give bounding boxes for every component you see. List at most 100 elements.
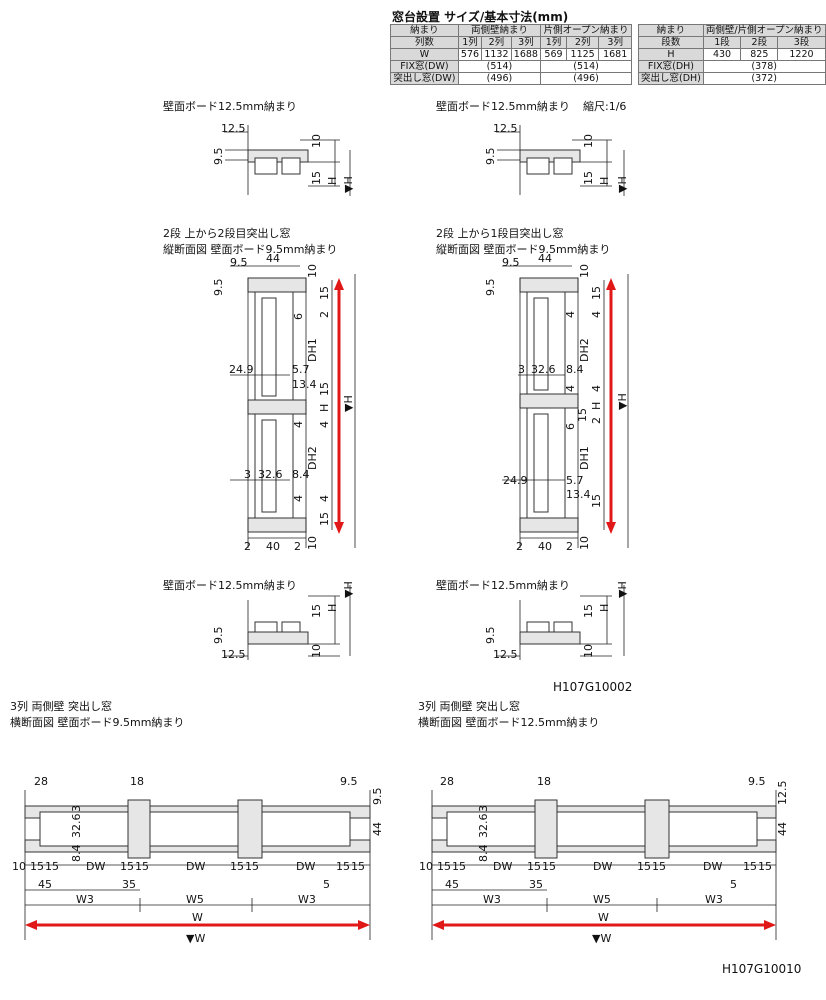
dim-label: 4 [564, 311, 577, 318]
dim-label: 15 [452, 860, 466, 873]
dim-label: 15 [582, 171, 595, 185]
dim-label: 2 [318, 311, 331, 318]
dim-label: 12.5 [493, 122, 518, 135]
dim-label: 9.5 [484, 627, 497, 645]
table-group: 両側壁納まり [457, 24, 542, 37]
dim-label: 2 [516, 540, 523, 553]
detail-top-right: 12.5 9.5 10 15 H ▼H [484, 122, 629, 196]
dim-label: 4 [590, 385, 603, 392]
dim-label: DH1 [306, 338, 319, 362]
dim-label: 12.5 [221, 122, 246, 135]
dim-label: 15 [743, 860, 757, 873]
dim-label: 32.6 [477, 814, 490, 839]
dim-label: ▼H [342, 395, 355, 412]
dim-label: 44 [776, 822, 789, 836]
dim-label: 32.6 [70, 814, 83, 839]
dim-label: 9.5 [502, 256, 520, 269]
dim-label: 12.5 [221, 648, 246, 661]
dim-label: 3 [518, 363, 525, 376]
dim-label: 28 [34, 775, 48, 788]
dim-label: 15 [336, 860, 350, 873]
table-row-label: FIX窓(DH) [638, 60, 704, 73]
table-row-label: 列数 [390, 36, 459, 49]
table-header: 納まり [390, 24, 459, 37]
horiz-title-left-2: 横断面図 壁面ボード9.5mm納まり [10, 716, 185, 729]
dim-label: 15 [652, 860, 666, 873]
dim-label: 40 [538, 540, 552, 553]
dim-label: DW [296, 860, 315, 873]
section-title-right-1: 2段 上から1段目突出し窓 [436, 227, 564, 240]
dim-label: 15 [30, 860, 44, 873]
dim-label: 15 [318, 512, 331, 526]
dim-label: 2 [566, 540, 573, 553]
table-row-label: W [390, 48, 459, 61]
dim-label: 3 [244, 468, 251, 481]
dim-label: W [598, 911, 609, 924]
drawing-code-upper: H107G10002 [553, 680, 633, 694]
dim-label: 15 [318, 382, 331, 396]
section-title-left-2: 縦断面図 壁面ボード9.5mm納まり [163, 243, 338, 256]
dim-label: 15 [576, 408, 589, 422]
dim-label: 18 [537, 775, 551, 788]
dim-label: 12.5 [776, 781, 789, 806]
dim-label: ▼H [616, 176, 629, 193]
table-cell: 1段 [702, 36, 742, 49]
dim-label: 18 [130, 775, 144, 788]
dim-label: 15 [527, 860, 541, 873]
table-group: 片側オープン納まり [540, 24, 632, 37]
dim-label: 8.4 [477, 845, 490, 863]
dim-label: 24.9 [229, 363, 254, 376]
drawing-code-lower: H107G10010 [722, 962, 802, 976]
dim-label: H [598, 177, 611, 185]
dim-label: 15 [135, 860, 149, 873]
dim-label: 9.5 [484, 279, 497, 297]
spec-table-left: 納まり 両側壁納まり 片側オープン納まり 列数 1列 2列 3列 1列 2列 3… [390, 24, 632, 85]
dim-label: 5 [323, 878, 330, 891]
dim-label: DW [593, 860, 612, 873]
board-label-top-right: 壁面ボード12.5mm納まり [436, 100, 570, 113]
table-cell: (496) [457, 72, 542, 85]
dim-label: 4 [590, 311, 603, 318]
dim-label: 15 [437, 860, 451, 873]
dim-label: 32.6 [258, 468, 283, 481]
dim-label: DW [186, 860, 205, 873]
dim-label: 2 [294, 540, 301, 553]
table-cell: 3段 [777, 36, 826, 49]
dim-label: DW [493, 860, 512, 873]
dim-label: 9.5 [212, 148, 225, 166]
dim-label: 35 [122, 878, 136, 891]
vertical-section-right: 9.5 44 10 9.5 15 4 4 DH2 3 32.6 8.4 4 4 … [484, 252, 629, 553]
dim-label: 15 [310, 171, 323, 185]
table-row-label: 突出し窓(DH) [638, 72, 704, 85]
detail-top-left: 12.5 9.5 10 15 H ▼H [212, 122, 355, 196]
dim-label: 8.4 [566, 363, 584, 376]
table-cell: 1列 [540, 36, 567, 49]
dim-label: 10 [12, 860, 26, 873]
dim-label: 44 [371, 822, 384, 836]
dim-label: 13.4 [292, 378, 317, 391]
dim-label: ▼W [592, 932, 611, 945]
dim-label: 9.5 [484, 148, 497, 166]
dim-label: W3 [705, 893, 723, 906]
dim-label: ▼W [186, 932, 205, 945]
dim-label: 15 [245, 860, 259, 873]
dim-label: 12.5 [493, 648, 518, 661]
dim-label: 9.5 [340, 775, 358, 788]
dim-label: H [326, 177, 339, 185]
dim-label: 4 [564, 385, 577, 392]
dim-label: W3 [298, 893, 316, 906]
dim-label: 15 [542, 860, 556, 873]
dim-label: 9.5 [212, 627, 225, 645]
table-header: 納まり [638, 24, 704, 37]
dim-label: H [318, 404, 331, 412]
dim-label: W5 [593, 893, 611, 906]
dim-label: 10 [310, 644, 323, 658]
dim-label: 9.5 [748, 775, 766, 788]
dim-label: 10 [578, 264, 591, 278]
dim-label: 44 [538, 252, 552, 265]
dim-label: DH1 [578, 446, 591, 470]
dim-label: W3 [483, 893, 501, 906]
dim-label: 5 [730, 878, 737, 891]
dim-label: 4 [318, 421, 331, 428]
dim-label: 15 [590, 286, 603, 300]
